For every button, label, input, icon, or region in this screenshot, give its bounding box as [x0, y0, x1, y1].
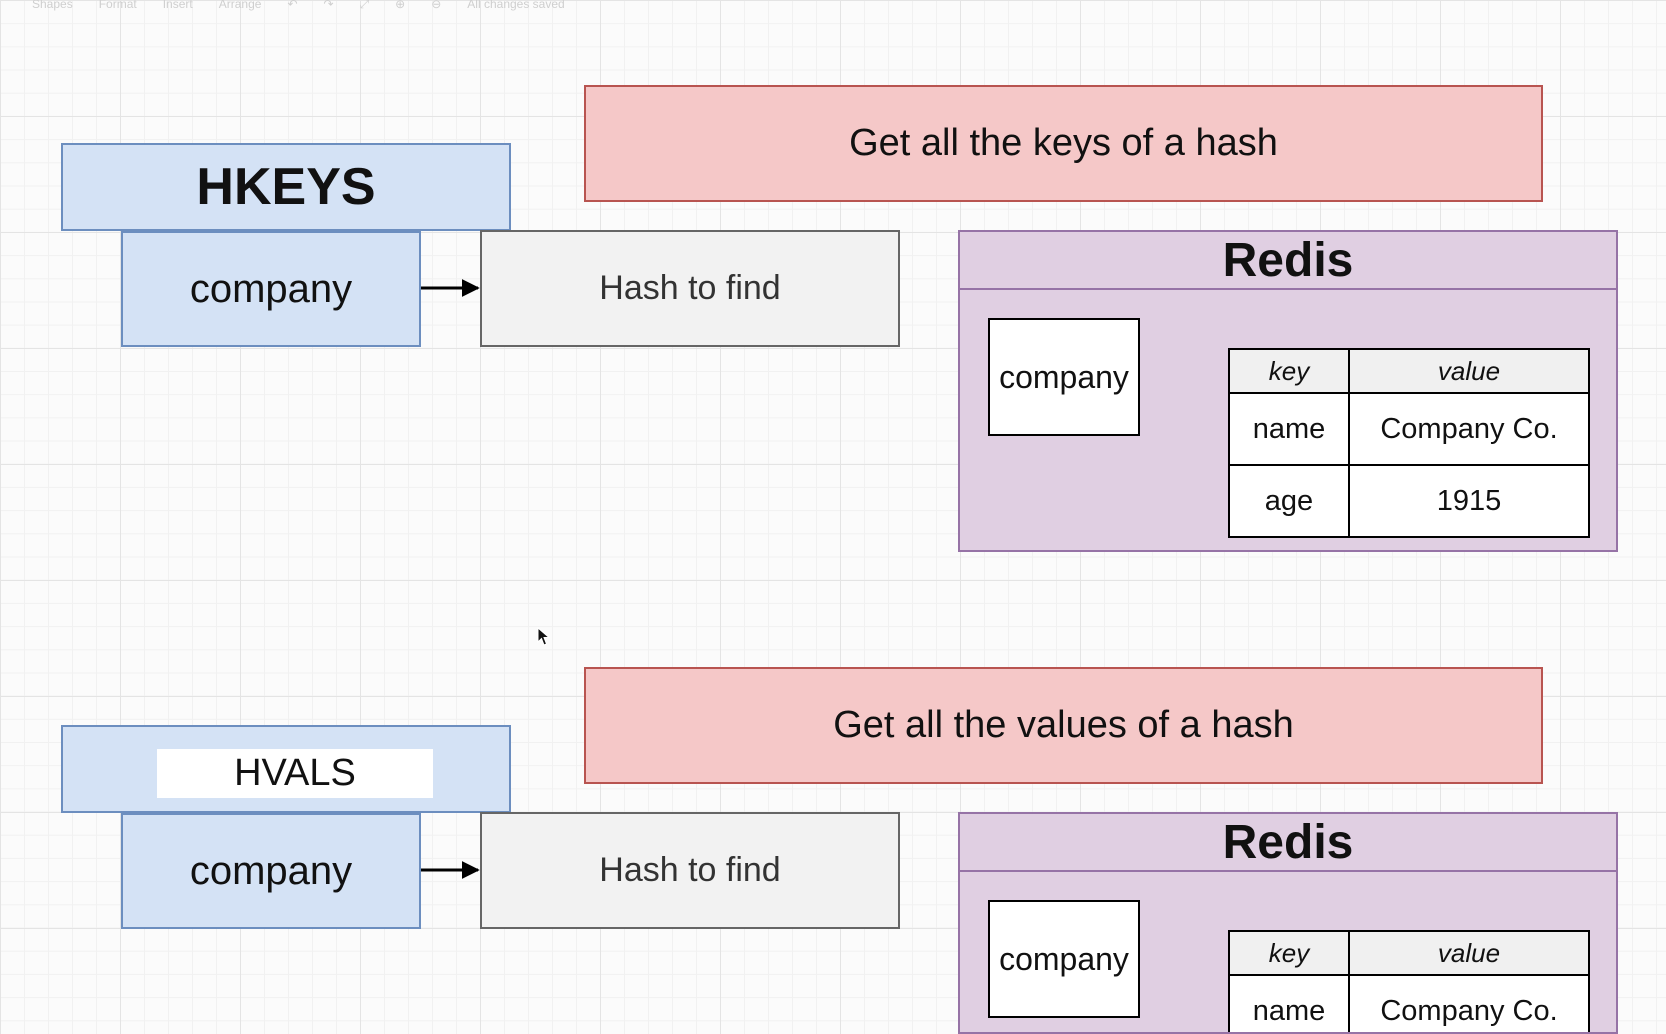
table-header-value: value: [1348, 348, 1590, 394]
zoom-out-icon[interactable]: ⊖: [431, 0, 442, 11]
redis-panel[interactable]: Redis company key value name Company Co.: [958, 812, 1618, 1034]
zoom-in-icon[interactable]: ⊕: [395, 0, 406, 11]
table-cell-key: name: [1228, 974, 1350, 1032]
description-box[interactable]: Get all the keys of a hash: [584, 85, 1543, 202]
command-label[interactable]: HVALS: [157, 749, 433, 798]
table-header-value: value: [1348, 930, 1590, 976]
table-cell-value: Company Co.: [1348, 392, 1590, 466]
table-cell-key: name: [1228, 392, 1350, 466]
save-status: All changes saved: [467, 0, 565, 11]
hash-table: key value name Company Co. age 1915: [1228, 348, 1590, 538]
table-cell-key: age: [1228, 464, 1350, 538]
argument-note-box[interactable]: Hash to find: [480, 230, 900, 347]
argument-note-box[interactable]: Hash to find: [480, 812, 900, 929]
toolbar-shapes[interactable]: Shapes: [32, 0, 73, 11]
table-row: name Company Co.: [1228, 974, 1590, 1032]
redo-icon[interactable]: ↷: [323, 0, 334, 11]
redis-key-box[interactable]: company: [988, 318, 1140, 436]
hash-table: key value name Company Co.: [1228, 930, 1590, 1032]
table-row: age 1915: [1228, 464, 1590, 538]
table-cell-value: Company Co.: [1348, 974, 1590, 1032]
command-label: HKEYS: [196, 158, 376, 216]
redis-key-box[interactable]: company: [988, 900, 1140, 1018]
table-cell-value: 1915: [1348, 464, 1590, 538]
toolbar-arrange[interactable]: Arrange: [218, 0, 262, 11]
table-header-row: key value: [1228, 348, 1590, 394]
description-box[interactable]: Get all the values of a hash: [584, 667, 1543, 784]
command-box[interactable]: HVALS: [61, 725, 511, 813]
undo-icon[interactable]: ↶: [287, 0, 298, 11]
redis-panel[interactable]: Redis company key value name Company Co.…: [958, 230, 1618, 552]
toolbar: Shapes Format Insert Arrange ↶ ↷ ⤢ ⊕ ⊖ A…: [0, 0, 1666, 12]
argument-box[interactable]: company: [121, 813, 421, 929]
redis-title: Redis: [960, 232, 1616, 290]
mouse-cursor-icon: [537, 627, 551, 646]
table-row: name Company Co.: [1228, 392, 1590, 466]
table-header-key: key: [1228, 930, 1350, 976]
argument-box[interactable]: company: [121, 231, 421, 347]
redis-title: Redis: [960, 814, 1616, 872]
table-header-key: key: [1228, 348, 1350, 394]
toolbar-format[interactable]: Format: [98, 0, 137, 11]
table-header-row: key value: [1228, 930, 1590, 976]
fullscreen-icon[interactable]: ⤢: [359, 0, 370, 11]
command-box[interactable]: HKEYS: [61, 143, 511, 231]
toolbar-insert[interactable]: Insert: [162, 0, 193, 11]
